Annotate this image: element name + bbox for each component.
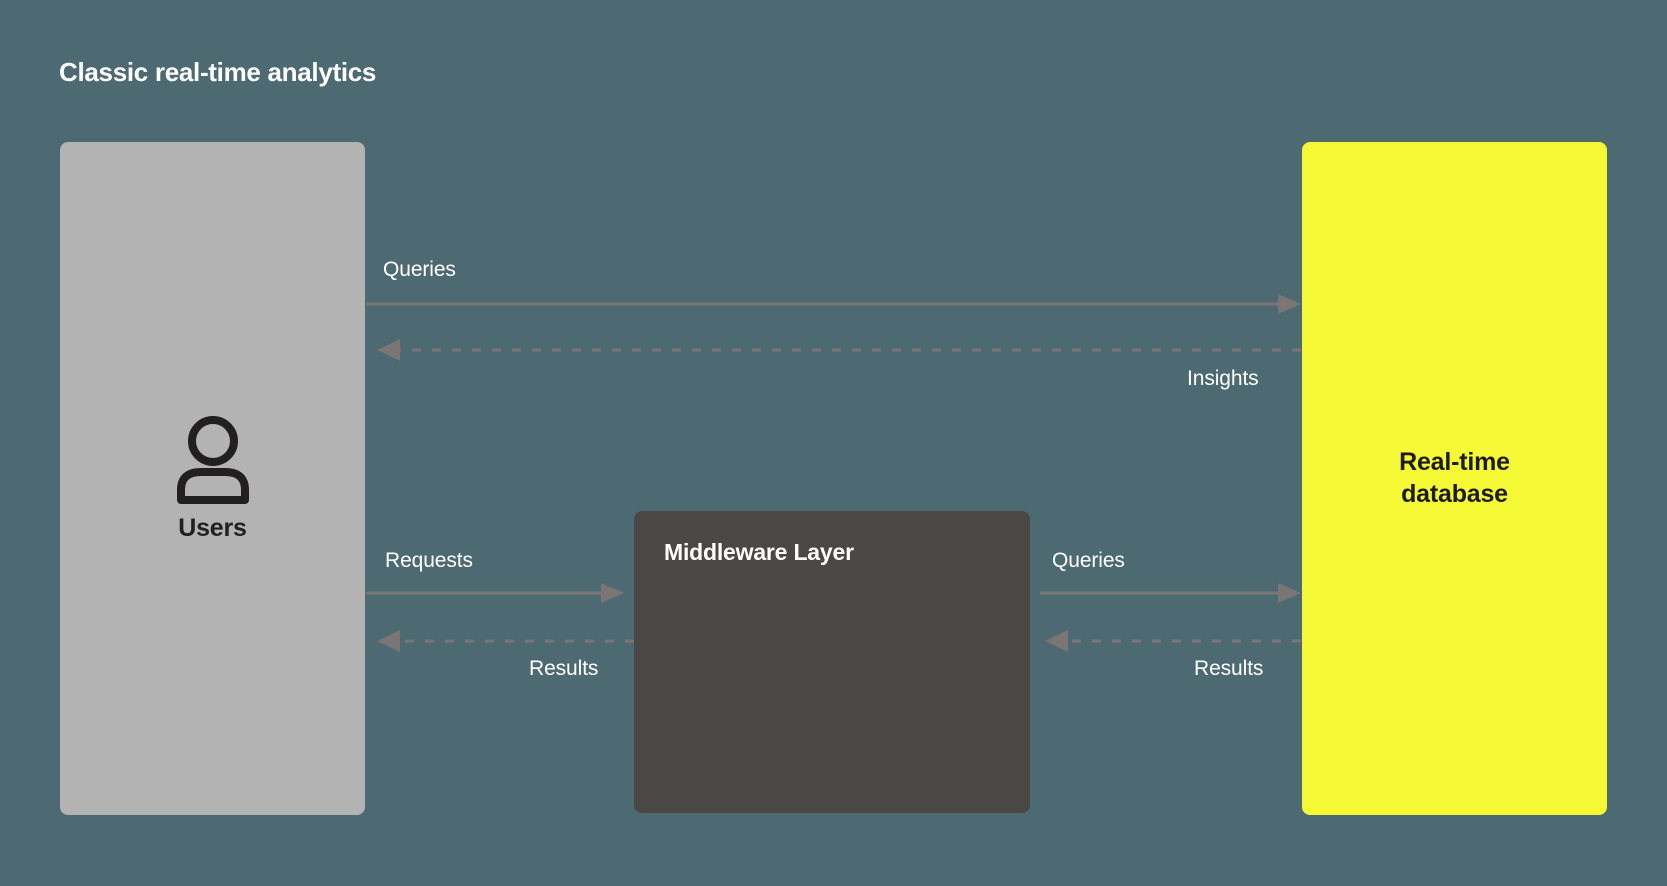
page-title: Classic real-time analytics <box>59 57 377 87</box>
node-database-label-line2: database <box>1401 479 1508 508</box>
node-middleware[interactable]: Middleware Layer <box>634 511 1030 813</box>
arrowhead-left-icon <box>377 630 400 652</box>
node-middleware-label: Middleware Layer <box>664 539 854 565</box>
edge-label-results-left: Results <box>529 657 599 680</box>
edge-middleware-to-users-results <box>377 630 634 652</box>
arrowhead-right-icon <box>1278 294 1301 314</box>
edge-database-to-middleware-results <box>1045 630 1301 652</box>
user-icon <box>176 416 249 504</box>
edge-middleware-to-database-queries <box>1040 583 1301 603</box>
edge-label-requests: Requests <box>385 549 473 572</box>
node-database[interactable]: Real-time database <box>1302 142 1607 815</box>
node-users-label: Users <box>178 514 247 542</box>
edge-label-queries-middle: Queries <box>1052 549 1125 572</box>
arrowhead-right-icon <box>1278 583 1301 603</box>
edge-database-to-users-insights <box>377 339 1301 361</box>
node-users[interactable]: Users <box>60 142 365 815</box>
arrowhead-left-icon <box>1045 630 1068 652</box>
edge-users-to-middleware-requests <box>366 583 624 603</box>
edge-label-insights: Insights <box>1187 367 1259 390</box>
edge-users-to-database-queries <box>366 294 1301 314</box>
node-database-label-line1: Real-time <box>1399 448 1510 476</box>
arrowhead-left-icon <box>377 339 400 361</box>
arrowhead-right-icon <box>601 583 624 603</box>
edge-label-results-right: Results <box>1194 657 1264 680</box>
node-database-label: Real-time database <box>1399 447 1510 510</box>
edge-label-queries-top: Queries <box>383 258 456 281</box>
